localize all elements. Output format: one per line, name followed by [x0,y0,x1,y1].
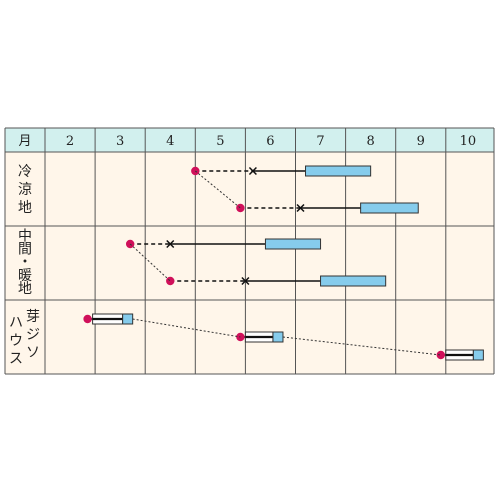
row-label-char: ウ [9,333,23,349]
row-label-char: 暖 [18,268,32,284]
header-month-8: 8 [367,134,375,149]
header-month-7: 7 [316,134,324,149]
dotted-connector [282,336,441,356]
sowing-dot [236,332,245,342]
row-label-char: 間 [18,241,32,257]
harvest-bar [272,331,284,343]
header-month-4: 4 [166,134,174,149]
harvest-bar [122,313,134,325]
row-label-char: 地 [18,281,32,297]
row-label-char: ソ [26,345,40,361]
row-label-char: ジ [26,327,40,343]
header-month-label: 月 [18,134,31,149]
sowing-dot [166,276,175,286]
row-label-char: 中 [18,228,32,244]
header-month-6: 6 [266,134,274,149]
schedule-marks [83,165,484,361]
header-month-9: 9 [417,134,425,149]
harvest-bar [305,165,372,177]
harvest-bar [360,202,419,214]
planting-cross-mark [248,166,257,176]
planting-cross-mark [296,203,305,213]
planting-cross-mark [241,276,250,286]
planting-cross-mark [166,239,175,249]
row-label-char: 冷 [18,164,32,180]
header-month-2: 2 [66,134,74,149]
harvest-bar [320,275,387,287]
harvest-bar [264,238,322,250]
sowing-dot [236,203,245,213]
dotted-connector [129,243,171,282]
sowing-dot [83,314,92,324]
header-background [5,128,494,152]
row-label-char: ・ [18,255,32,271]
harvest-bar [472,349,484,361]
header-month-10: 10 [460,134,477,149]
row-label-char: 涼 [18,182,32,198]
row-label-char: ス [9,351,23,367]
row-label-char: 芽 [26,309,40,325]
dotted-connector [194,170,241,209]
header-month-3: 3 [116,134,124,149]
grid [4,127,495,375]
row-label-char: 地 [18,200,32,216]
sowing-dot [436,350,445,360]
header-month-5: 5 [216,134,224,149]
row-label-char: ハ [9,315,23,331]
